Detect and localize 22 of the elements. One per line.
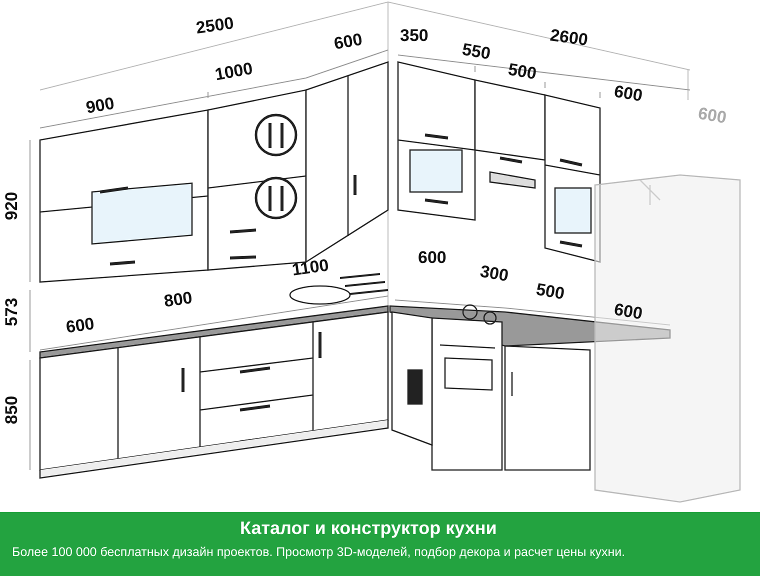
dimension-label: 920 <box>2 192 22 220</box>
footer-text: Каталог и конструктор кухни <box>240 518 497 539</box>
dimension-label: 800 <box>162 288 194 312</box>
dimension-label: 850 <box>2 396 22 424</box>
dimension-label: 1000 <box>214 58 254 86</box>
dimension-label: 1100 <box>290 256 330 280</box>
dimension-label: 2600 <box>548 25 590 51</box>
dimension-label: 600 <box>64 314 96 338</box>
dimension-label: 550 <box>460 40 492 64</box>
dimension-label: 573 <box>2 298 22 326</box>
dimension-label: 600 <box>332 30 364 54</box>
dimension-label: 600 <box>612 82 644 106</box>
dimension-label: 500 <box>534 280 566 304</box>
dimension-label: 600 <box>418 248 446 268</box>
dimension-label: 2500 <box>194 13 236 39</box>
dimension-label: 600 <box>696 104 728 128</box>
footer-text: Более 100 000 бесплатных дизайн проектов. Просмотр 3D-моделей, подбор декора и расчет цены кухни. <box>12 545 626 559</box>
dimension-label: 350 <box>400 26 428 46</box>
dimension-label: 300 <box>478 262 510 286</box>
dimension-label: 500 <box>506 60 538 84</box>
dimension-label: 900 <box>84 94 116 118</box>
dimension-label: 600 <box>612 300 644 324</box>
